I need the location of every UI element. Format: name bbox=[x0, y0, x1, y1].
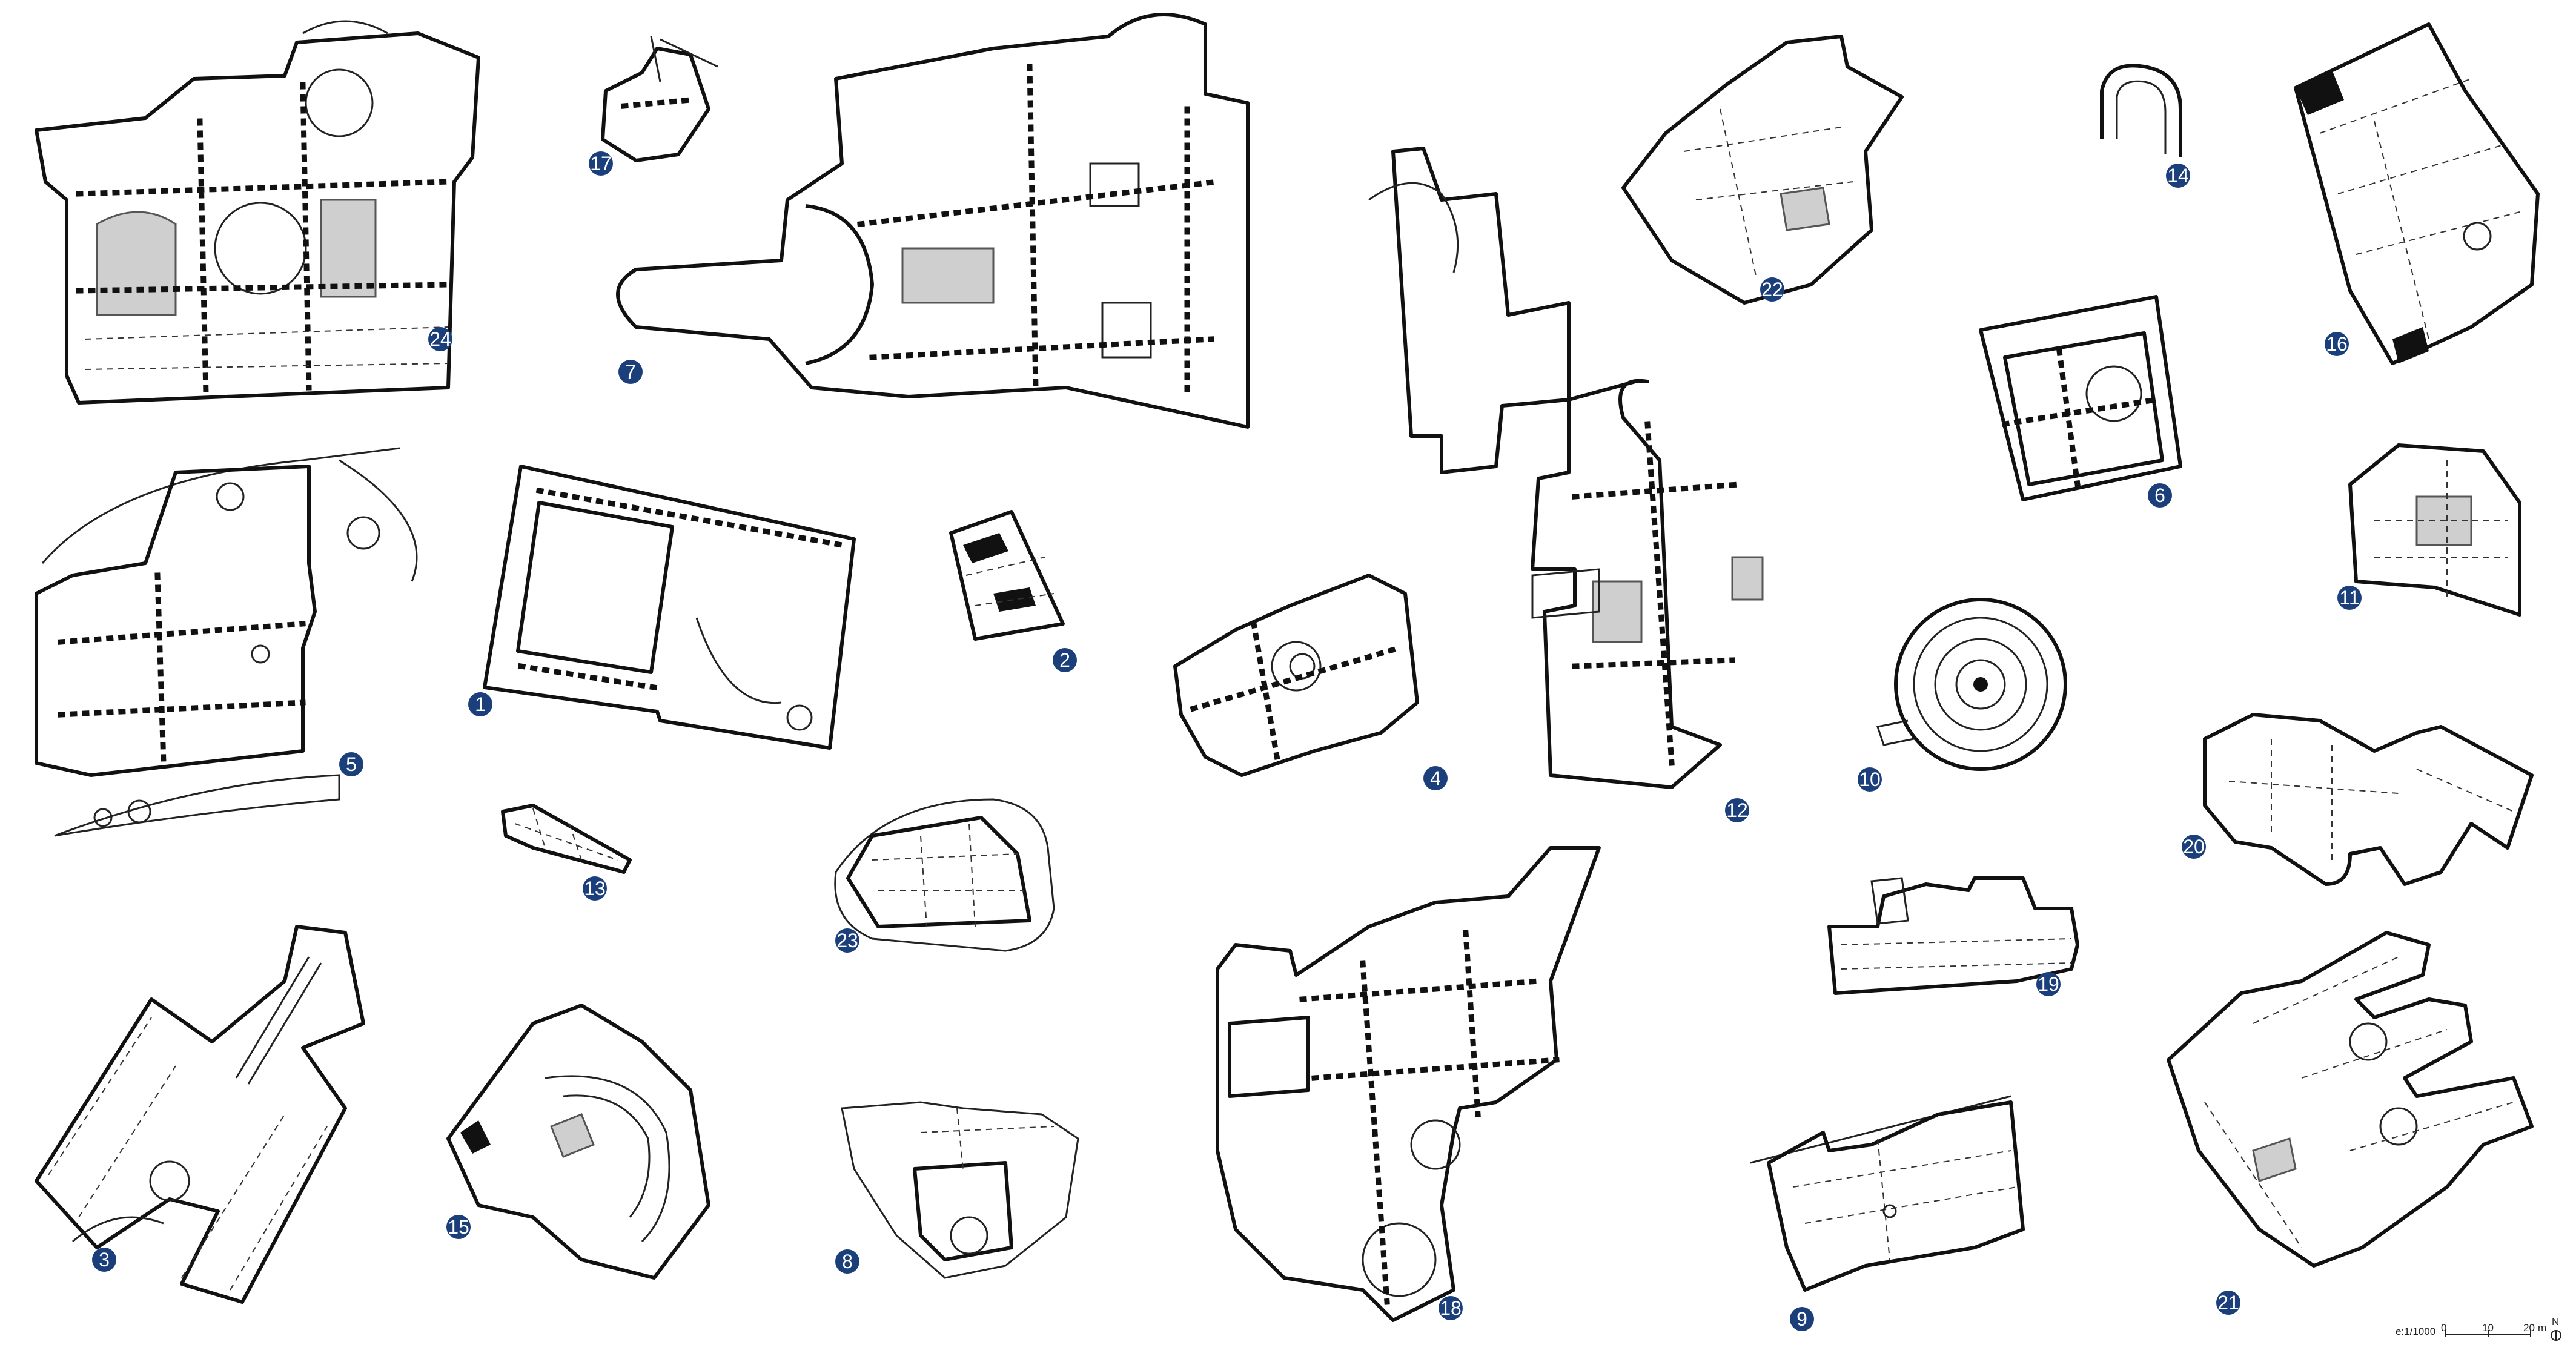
scale-unit: m bbox=[2538, 1322, 2546, 1334]
badge-label: 2 bbox=[1059, 649, 1070, 671]
plan-17-drawing bbox=[601, 36, 718, 162]
plan-12-drawing bbox=[1368, 147, 1764, 789]
badge-label: 15 bbox=[448, 1216, 469, 1238]
plan-15-drawing bbox=[446, 1004, 710, 1280]
plan-6-drawing bbox=[1979, 295, 2182, 501]
plan-number-badge: 23 bbox=[835, 928, 859, 953]
plan-number-badge: 3 bbox=[92, 1248, 116, 1272]
plan-18-drawing bbox=[1216, 846, 1601, 1322]
plan-number-badge: 16 bbox=[2325, 332, 2349, 356]
plan-number-badge: 5 bbox=[339, 752, 363, 776]
plan-9-drawing bbox=[1750, 1095, 2025, 1292]
plan-22-drawing bbox=[1621, 35, 1904, 305]
badge-label: 10 bbox=[1859, 769, 1881, 790]
plan-24-drawing bbox=[35, 20, 480, 405]
plan-number-badge: 4 bbox=[1423, 766, 1448, 790]
plan-number-badge: 1 bbox=[468, 692, 492, 716]
plan-11-drawing bbox=[2348, 443, 2521, 617]
plan-number-badge: 6 bbox=[2148, 483, 2172, 508]
plan-number-badge: 2 bbox=[1053, 648, 1077, 672]
badge-label: 11 bbox=[2339, 587, 2359, 609]
plan-7-drawing bbox=[616, 13, 1250, 429]
badge-label: 17 bbox=[590, 153, 612, 174]
badge-label: 13 bbox=[584, 878, 606, 899]
plan-14-drawing bbox=[2100, 64, 2182, 157]
plan-8-drawing bbox=[841, 1101, 1079, 1279]
plan-number-badge: 8 bbox=[835, 1249, 859, 1274]
plan-number-badge: 7 bbox=[618, 360, 643, 384]
plan-16-drawing bbox=[2294, 22, 2540, 365]
badge-label: 20 bbox=[2183, 836, 2205, 858]
scale-tick-10: 10 bbox=[2482, 1322, 2494, 1334]
scale-ratio: e:1/1000 bbox=[2396, 1326, 2435, 1337]
badge-label: 1 bbox=[475, 693, 486, 715]
plan-number-badge: 20 bbox=[2182, 835, 2206, 859]
badge-label: 6 bbox=[2154, 484, 2165, 506]
badge-label: 9 bbox=[1796, 1308, 1807, 1330]
plan-number-badge: 17 bbox=[589, 151, 613, 176]
plan-21-drawing bbox=[2167, 931, 2534, 1268]
plan-number-badge: 21 bbox=[2216, 1291, 2240, 1315]
plan-number-badge: 10 bbox=[1858, 767, 1882, 792]
badge-label: 7 bbox=[625, 361, 636, 383]
badge-label: 4 bbox=[1430, 767, 1441, 789]
badge-label: 23 bbox=[836, 930, 858, 951]
plan-2-drawing bbox=[949, 510, 1065, 641]
badge-label: 18 bbox=[1440, 1297, 1462, 1319]
badge-label: 21 bbox=[2217, 1292, 2239, 1314]
badge-label: 12 bbox=[1726, 799, 1748, 821]
north-label: N bbox=[2552, 1316, 2559, 1328]
scale-bar: e:1/1000 0 10 20 m N bbox=[2396, 1316, 2561, 1341]
badge-label: 5 bbox=[346, 753, 357, 775]
plan-23-drawing bbox=[834, 798, 1055, 952]
badge-label: 3 bbox=[99, 1249, 110, 1271]
scale-tick-20: 20 bbox=[2523, 1322, 2535, 1334]
plan-number-badge: 13 bbox=[583, 876, 607, 901]
plan-4-drawing bbox=[1173, 574, 1419, 777]
plan-number-badge: 24 bbox=[428, 327, 452, 351]
plan-number-badge: 9 bbox=[1790, 1307, 1814, 1331]
scale-tick-0: 0 bbox=[2441, 1322, 2446, 1334]
plan-number-badge: 15 bbox=[446, 1215, 471, 1239]
plan-number-badge: 18 bbox=[1439, 1296, 1463, 1320]
plan-10-drawing bbox=[1876, 598, 2067, 771]
badge-label: 16 bbox=[2326, 333, 2348, 355]
plan-5-drawing bbox=[35, 447, 418, 837]
plan-number-badge: 19 bbox=[2036, 972, 2061, 996]
plan-3-drawing bbox=[35, 925, 365, 1304]
badge-label: 22 bbox=[1761, 279, 1783, 300]
plan-number-badge: 14 bbox=[2166, 164, 2190, 188]
badge-label: 24 bbox=[429, 328, 451, 350]
badge-label: 14 bbox=[2167, 165, 2189, 187]
badge-label: 8 bbox=[842, 1251, 853, 1272]
plan-1-drawing bbox=[483, 465, 856, 750]
plan-20-drawing bbox=[2203, 713, 2534, 886]
north-arrow-icon bbox=[2551, 1330, 2561, 1341]
plan-19-drawing bbox=[1827, 876, 2079, 995]
plan-13-drawing bbox=[501, 804, 632, 874]
plan-number-badge: 12 bbox=[1725, 798, 1749, 822]
badge-label: 19 bbox=[2038, 973, 2059, 995]
plan-number-badge: 11 bbox=[2337, 586, 2362, 610]
plan-number-badge: 22 bbox=[1760, 277, 1784, 302]
